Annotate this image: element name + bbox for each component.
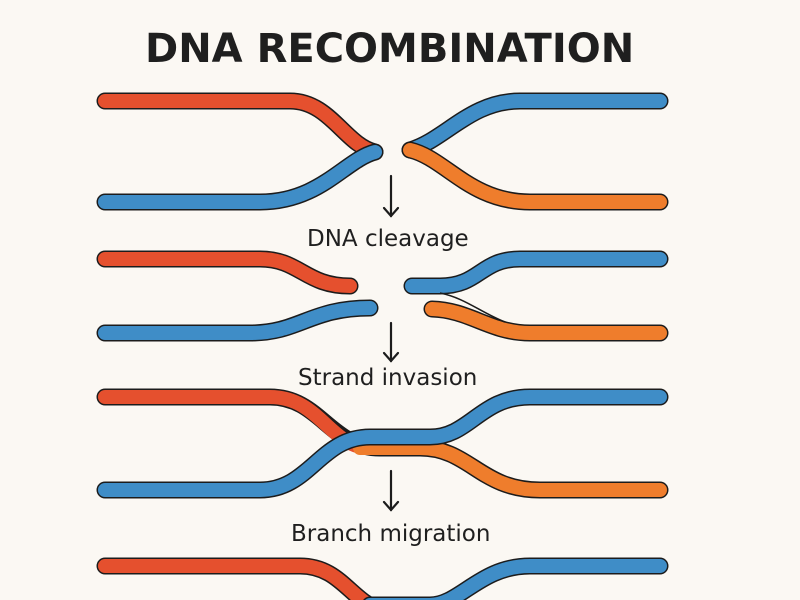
stage2-red-strand-left (98, 252, 357, 293)
step-label-strand-invasion: Strand invasion (298, 365, 477, 391)
step-label-dna-cleavage: DNA cleavage (307, 226, 469, 252)
stage2-invading-thread (439, 292, 506, 323)
stage-1-duplexes (96, 92, 669, 211)
stage2-orange-strand-right (425, 302, 667, 340)
arrow-1 (382, 174, 400, 218)
stage2-blue-strand-right (405, 252, 667, 293)
stage-2-cleaved (96, 250, 669, 342)
stage3-orange-strand (353, 441, 667, 497)
stage4-red-strand (98, 559, 375, 600)
arrow-2 (382, 321, 400, 363)
stage3-blue-strand (98, 390, 667, 497)
stage1-blue-strand-right (403, 94, 667, 157)
step-label-branch-migration: Branch migration (291, 521, 490, 547)
stage2-blue-strand-left (98, 301, 377, 340)
stage-3-invasion (96, 388, 669, 499)
page-title: DNA RECOMBINATION (145, 26, 634, 72)
stage1-orange-strand-right (403, 143, 667, 209)
stage-4-migration (96, 557, 669, 600)
stage4-blue-strand (365, 559, 667, 600)
arrow-3 (382, 469, 400, 512)
stage1-blue-strand-left (98, 145, 382, 209)
